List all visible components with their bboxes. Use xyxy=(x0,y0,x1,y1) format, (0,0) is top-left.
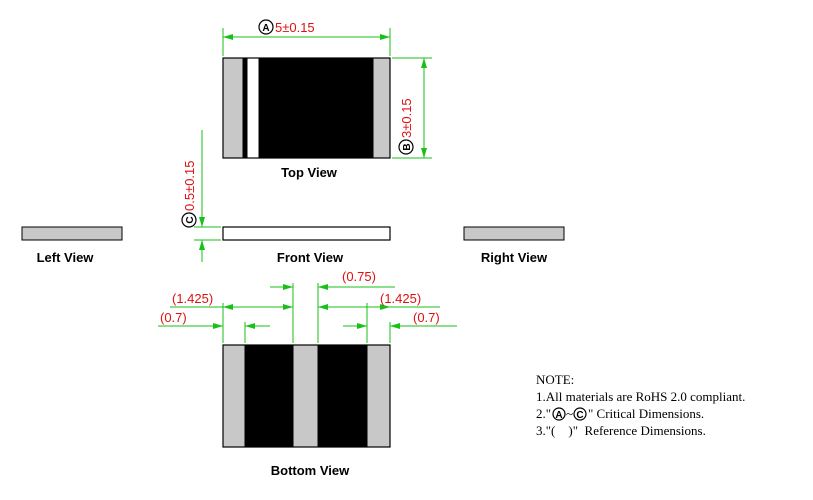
bottom-left-body xyxy=(245,345,293,447)
front-view-shape xyxy=(222,226,391,241)
marker-c-letter: C xyxy=(185,216,196,223)
marker-a-letter: A xyxy=(262,23,269,34)
right-view-label: Right View xyxy=(481,250,548,265)
arrow-head xyxy=(213,323,223,329)
notes-block: NOTE: 1.All materials are RoHS 2.0 compl… xyxy=(536,372,745,438)
ref-inner-pad-right: (0.7) xyxy=(413,310,440,325)
left-view-label: Left View xyxy=(37,250,95,265)
dimension-b: B 3±0.15 xyxy=(392,57,432,159)
arrow-head xyxy=(421,58,427,68)
bottom-reference-dimensions: (1.425) (0.7) (0.75) (1.425) (0.7) xyxy=(158,269,457,343)
arrow-head xyxy=(357,323,367,329)
marker-b-letter: B xyxy=(402,143,413,150)
arrow-head xyxy=(283,304,293,310)
top-view xyxy=(222,57,391,159)
arrow-head xyxy=(318,304,328,310)
note-line-2-tilde: ~ xyxy=(566,406,573,421)
note-marker-a-letter: A xyxy=(555,410,562,421)
arrow-head xyxy=(390,323,400,329)
ref-inner-pad-left: (0.7) xyxy=(160,310,187,325)
arrow-head xyxy=(318,284,328,290)
ref-outer-pad-left: (1.425) xyxy=(172,291,213,306)
critical-marker-a-icon xyxy=(258,19,274,35)
arrow-head xyxy=(223,34,233,40)
bottom-outer-left-pad xyxy=(222,344,246,448)
top-right-terminal xyxy=(372,57,391,159)
dimension-c-value: 0.5±0.15 xyxy=(182,160,197,211)
bottom-view-label: Bottom View xyxy=(271,463,350,478)
notes-title: NOTE: xyxy=(536,372,574,387)
dimension-c: C 0.5±0.15 xyxy=(181,130,221,262)
top-outline xyxy=(222,57,391,159)
note-marker-a-icon xyxy=(552,407,566,421)
top-marking-stripe xyxy=(246,57,260,159)
dimension-b-value: 3±0.15 xyxy=(399,98,414,138)
top-view-label: Top View xyxy=(281,165,338,180)
top-left-terminal xyxy=(222,57,244,159)
arrow-head xyxy=(245,323,255,329)
critical-marker-c-icon xyxy=(181,212,197,228)
note-line-2-prefix: 2." xyxy=(536,406,551,421)
right-view-shape xyxy=(463,226,565,241)
arrow-head xyxy=(380,34,390,40)
dimension-a: A 5±0.15 xyxy=(222,19,391,56)
bottom-view xyxy=(222,344,391,448)
arrow-head xyxy=(199,240,205,250)
arrow-head xyxy=(223,304,233,310)
bottom-center-pad xyxy=(292,344,319,448)
note-marker-c-letter: C xyxy=(576,410,583,421)
arrow-head xyxy=(380,304,390,310)
arrow-head xyxy=(199,217,205,227)
dimension-a-value: 5±0.15 xyxy=(275,20,315,35)
note-marker-c-icon xyxy=(573,407,587,421)
note-line-1: 1.All materials are RoHS 2.0 compliant. xyxy=(536,389,745,404)
bottom-right-body xyxy=(318,345,367,447)
critical-marker-b-icon xyxy=(398,139,414,155)
bottom-outer-right-pad xyxy=(366,344,391,448)
ref-outer-pad-right: (1.425) xyxy=(380,291,421,306)
note-line-3: 3."( )" Reference Dimensions. xyxy=(536,423,706,438)
note-line-2-suffix: " Critical Dimensions. xyxy=(588,406,704,421)
left-view-shape xyxy=(21,226,123,241)
arrow-head xyxy=(421,148,427,158)
ref-center-gap: (0.75) xyxy=(342,269,376,284)
front-view-label: Front View xyxy=(277,250,344,265)
arrow-head xyxy=(283,284,293,290)
bottom-outline xyxy=(222,344,391,448)
